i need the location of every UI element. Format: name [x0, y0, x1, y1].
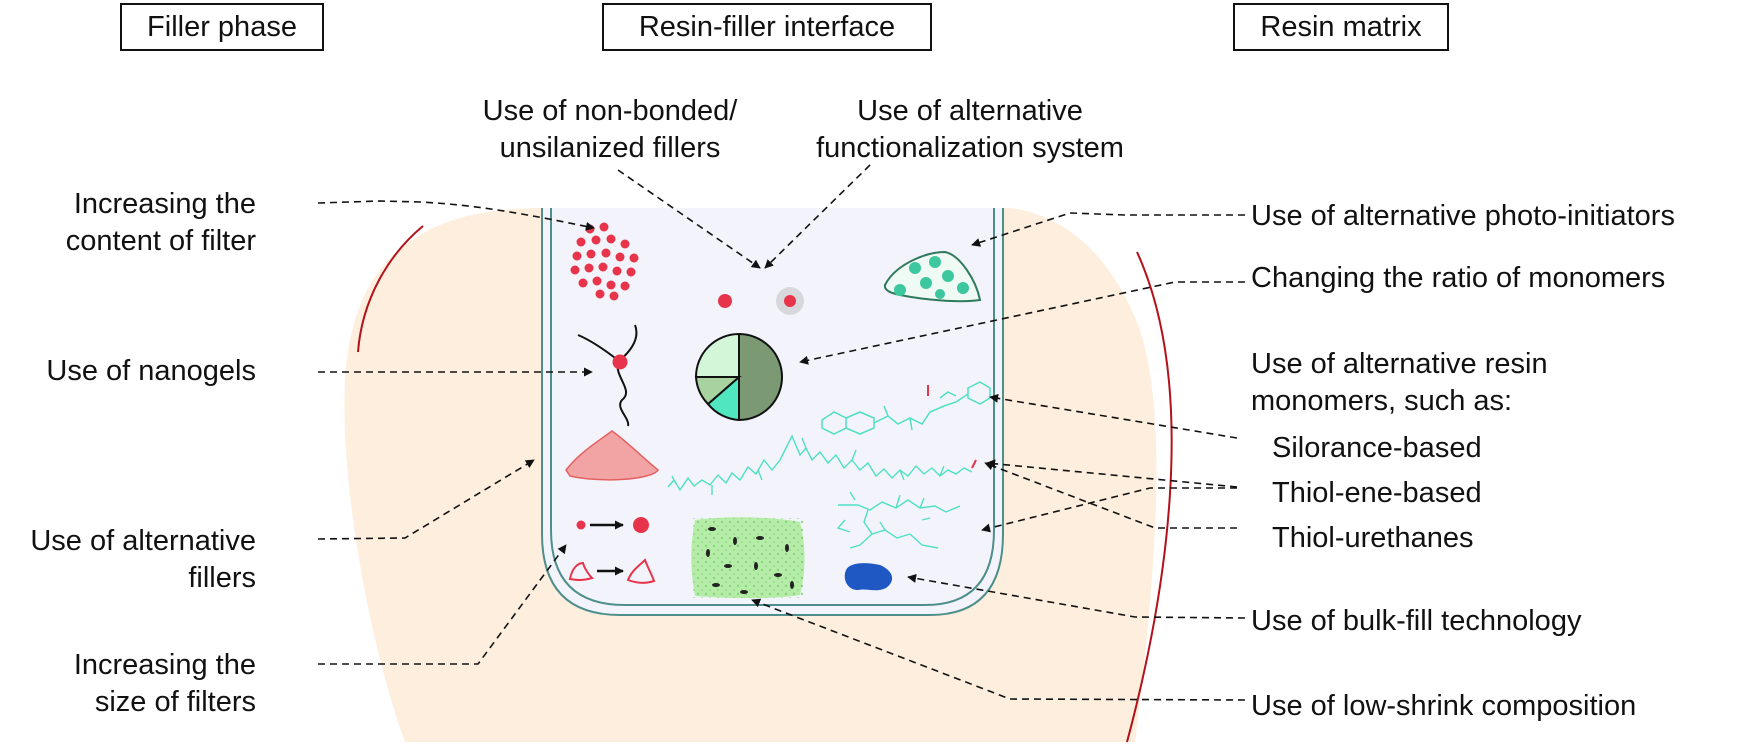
small-filler-shape [568, 561, 594, 581]
large-filler-shape [626, 558, 656, 584]
arrow-thiol-ene [986, 459, 1238, 488]
annotation-arrows [317, 164, 1246, 701]
small-filler-dot [576, 520, 586, 530]
arrow-bulk-fill [907, 573, 1246, 619]
label-functionalization-system: Use of alternative functionalization sys… [780, 93, 1160, 167]
filler-particle-cluster [570, 222, 639, 301]
label-silorance-based: Silorance-based [1272, 432, 1482, 464]
header-filler-phase: Filler phase [120, 3, 324, 51]
label-filler-size-line1: Increasing the [73, 649, 256, 681]
non-bonded-filler-particle [718, 294, 732, 308]
arrow-alternative-fillers [317, 459, 535, 540]
thiol-ene-red-mark [971, 459, 977, 469]
label-thiol-ene-based: Thiol-ene-based [1272, 477, 1482, 509]
monomer-ratio-pie [694, 332, 783, 422]
arrow-photo-initiators [971, 212, 1245, 247]
label-filler-content-line2: content of filter [65, 225, 256, 257]
arrow-monomer-ratio [799, 281, 1245, 365]
arrow-thiol-ene-side [984, 461, 1237, 529]
label-non-bonded-line1: Use of non-bonded/ [482, 95, 738, 127]
label-thiol-urethanes: Thiol-urethanes [1272, 522, 1474, 554]
right-boundary-line [1126, 251, 1173, 743]
label-functionalization-line1: Use of alternative [857, 95, 1083, 127]
label-resin-monomers-line1: Use of alternative resin [1251, 348, 1548, 380]
photo-initiator-shape [883, 250, 982, 303]
label-non-bonded-line2: unsilanized fillers [499, 132, 721, 164]
arrow-thiol-urethane [981, 487, 1237, 533]
label-filler-size-line2: size of filters [94, 686, 256, 718]
label-monomer-ratio: Changing the ratio of monomers [1251, 262, 1666, 294]
arrow-filler-size [318, 544, 567, 665]
left-boundary-line [357, 225, 424, 353]
arrow-silorance [989, 393, 1238, 439]
cavity-fill [542, 208, 1003, 615]
photo-initiator-dots [894, 256, 969, 299]
bulk-fill-blob [844, 563, 893, 591]
label-alternative-fillers-line1: Use of alternative [30, 525, 256, 557]
label-non-bonded-fillers: Use of non-bonded/ unsilanized fillers [440, 93, 780, 167]
header-resin-filler-interface: Resin-filler interface [602, 3, 932, 51]
arrow-low-shrink [751, 598, 1246, 701]
label-photo-initiators: Use of alternative photo-initiators [1251, 200, 1675, 232]
thiol-urethane-monomer [836, 491, 961, 549]
arrow-non-bonded [617, 169, 761, 269]
header-resin-matrix: Resin matrix [1233, 3, 1449, 51]
label-resin-monomers: Use of alternative resin monomers, such … [1251, 346, 1548, 420]
label-low-shrink: Use of low-shrink composition [1251, 690, 1637, 722]
nanogel-core [612, 354, 628, 370]
label-nanogels: Use of nanogels [46, 355, 256, 387]
large-filler-dot [633, 517, 649, 533]
label-alternative-fillers: Use of alternative fillers [0, 523, 256, 597]
label-resin-monomers-line2: monomers, such as: [1251, 385, 1513, 417]
arrow-filler-content [317, 200, 595, 231]
label-filler-content-line1: Increasing the [73, 188, 256, 220]
label-filler-size: Increasing the size of filters [0, 647, 256, 721]
cavity-wall-inner [550, 208, 995, 606]
thiol-ene-monomer [667, 434, 973, 495]
low-shrink-texture [692, 518, 804, 598]
functionalized-filler-core [784, 295, 796, 307]
label-functionalization-line2: functionalization system [816, 132, 1124, 164]
label-alternative-fillers-line2: fillers [188, 562, 256, 594]
arrow-functionalization [764, 164, 871, 269]
low-shrink-dashes [706, 527, 794, 594]
label-bulk-fill: Use of bulk-fill technology [1251, 605, 1582, 637]
alternative-filler-shape [565, 430, 659, 481]
label-filler-content: Increasing the content of filter [0, 186, 256, 260]
